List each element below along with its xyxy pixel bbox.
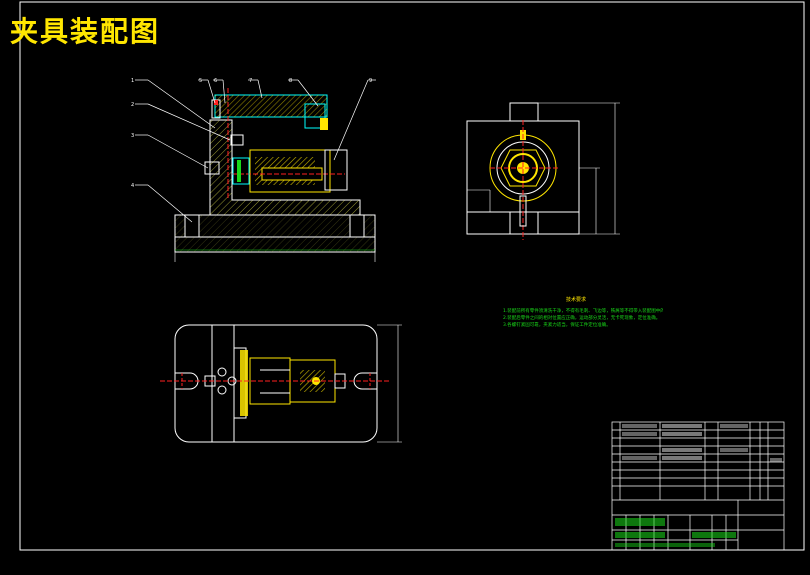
balloon-label: 6 — [214, 78, 217, 84]
tech-requirement-line: 1.装配前所有零件须清洗干净，不得有毛刺、飞边等，铁屑等不得带入装配图中的配合表… — [503, 309, 663, 314]
top-view — [160, 324, 402, 443]
balloon-label: 1 — [131, 78, 134, 84]
front-view — [135, 79, 376, 262]
top-base — [174, 324, 378, 443]
clamp-cylinder — [249, 149, 331, 193]
balloon-label: 2 — [131, 102, 134, 108]
balloon-label: 3 — [131, 133, 134, 139]
side-view — [466, 102, 620, 240]
drawing-border — [19, 1, 805, 551]
balloon-label: 8 — [289, 78, 292, 84]
tech-requirements-title: 技术要求 — [566, 297, 587, 303]
tech-requirement-line: 3.各螺钉紧固可靠，夹紧力适当，保证工件定位准确。 — [503, 323, 611, 328]
title-block — [611, 421, 785, 551]
tech-requirement-line: 2.装配后零件之间的相对位置应正确，运动部分灵活，无卡死现象，定位准确。 — [503, 316, 661, 321]
drawing-title: 夹具装配图 — [10, 15, 161, 48]
balloon-label: 5 — [199, 78, 202, 84]
balloon-label: 7 — [249, 78, 252, 84]
l-bracket — [209, 119, 361, 216]
balloon-label: 4 — [131, 183, 134, 189]
tech-requirements-text: 1.装配前所有零件须清洗干净，不得有毛刺、飞边等，铁屑等不得带入装配图中的配合表… — [503, 308, 663, 329]
balloon-label: 9 — [369, 78, 372, 84]
part-balloons: 1 2 3 4 5 6 7 8 9 — [131, 78, 372, 189]
title-block-fills — [615, 424, 782, 547]
